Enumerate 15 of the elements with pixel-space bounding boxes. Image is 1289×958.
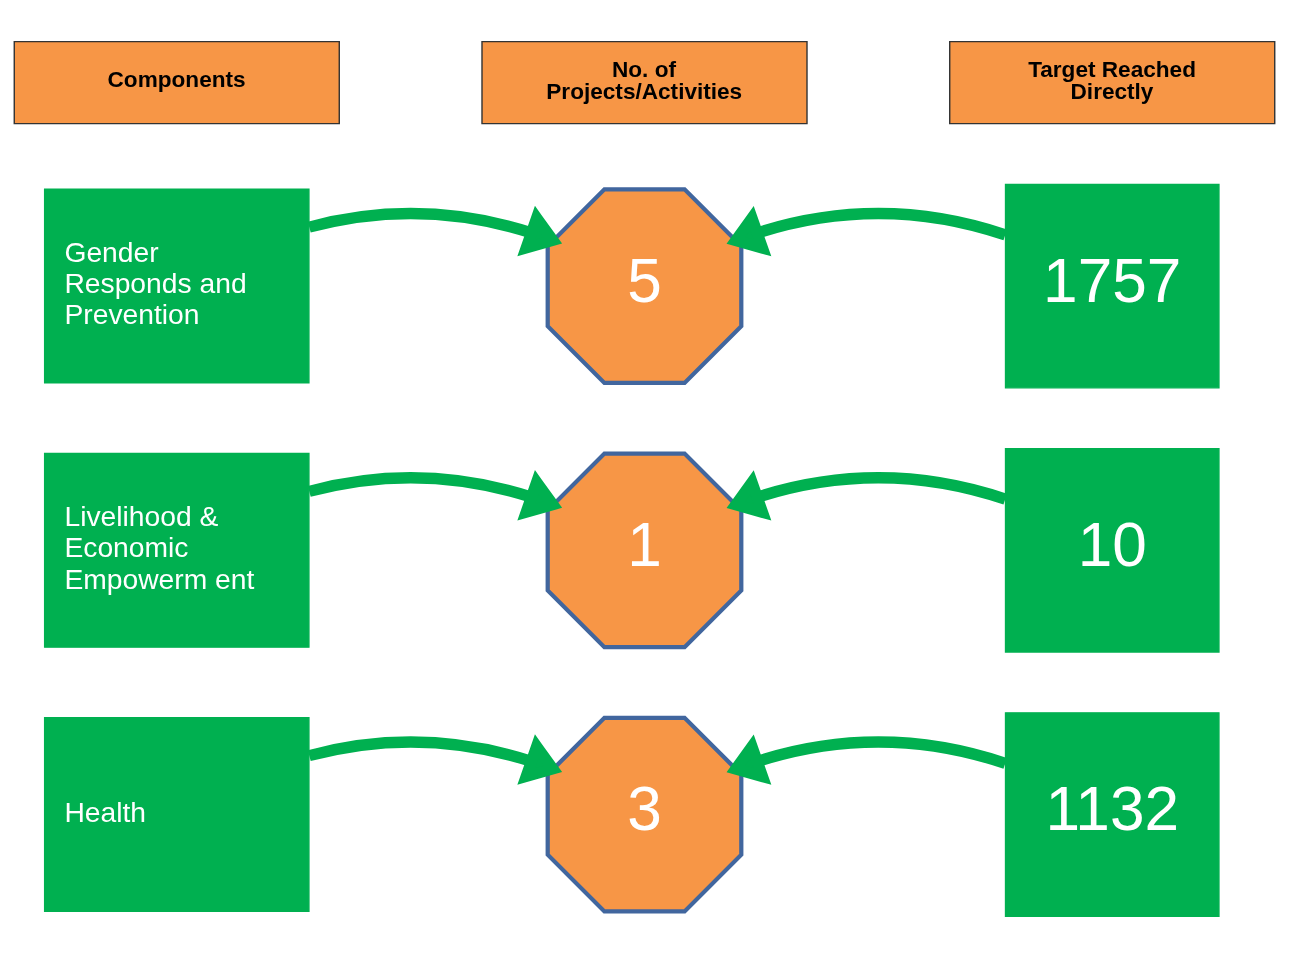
arrow: [307, 205, 563, 257]
node-box: Health: [43, 717, 310, 913]
node-box: No. of Projects/Activities: [481, 40, 808, 125]
node-box: Gender Responds and Prevention: [43, 188, 310, 384]
node-box: 1757: [1004, 183, 1220, 389]
arrow: [726, 734, 1007, 785]
arrow: [307, 734, 563, 785]
node-box: 1132: [1004, 712, 1220, 918]
node-box: Target Reached Directly: [949, 40, 1276, 125]
node-box: Components: [13, 40, 340, 125]
node-box: Livelihood & Economic Empowerm ent: [43, 452, 310, 648]
arrow: [307, 470, 563, 521]
node-box: 10: [1004, 447, 1220, 653]
arrow: [726, 205, 1007, 257]
arrow: [726, 470, 1007, 521]
